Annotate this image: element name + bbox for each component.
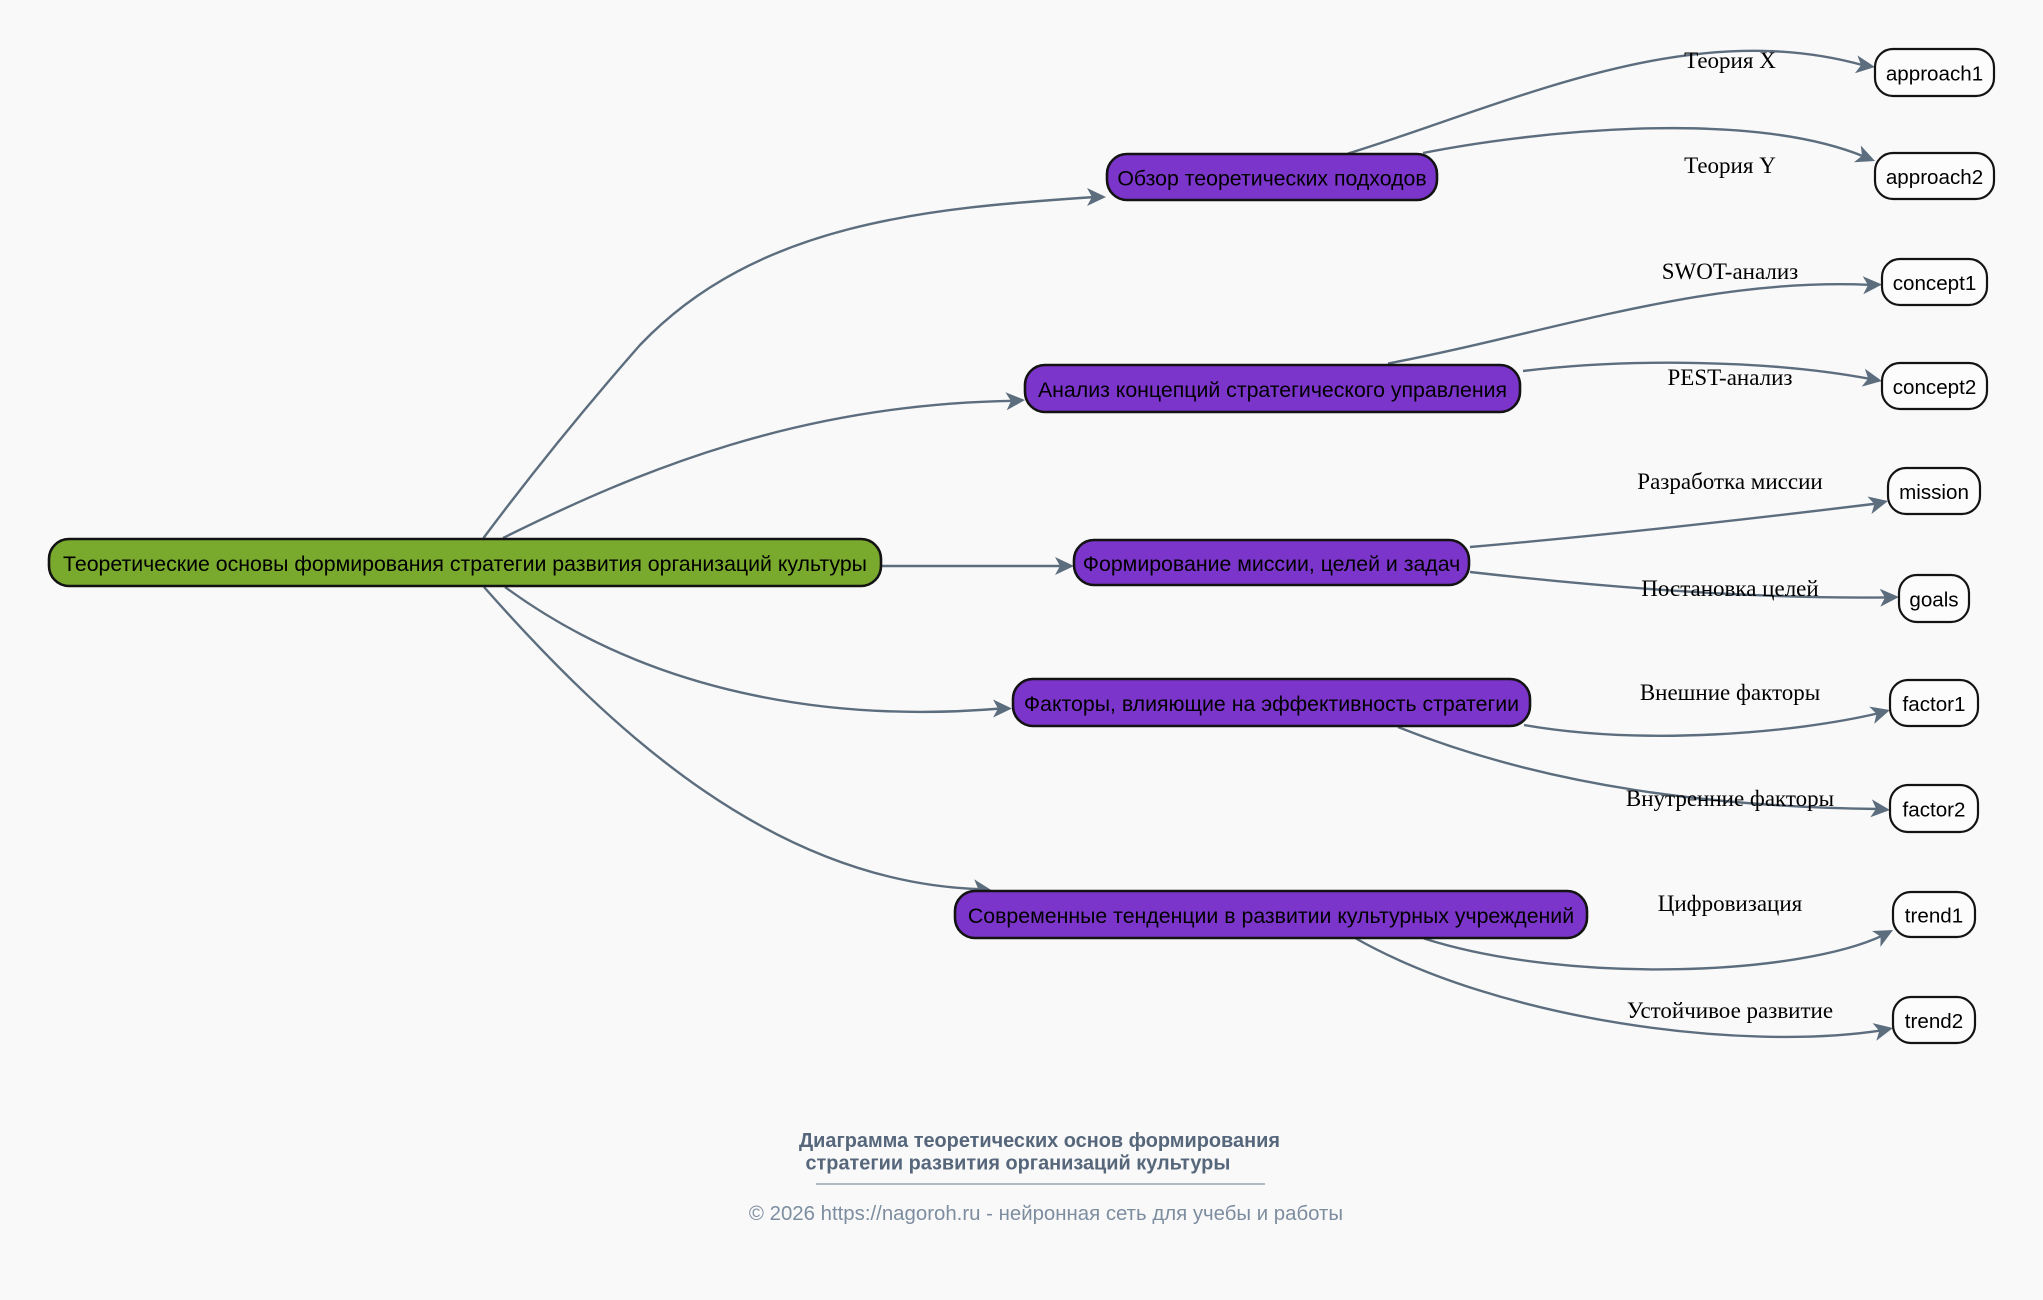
svg-text:Устойчивое развитие: Устойчивое развитие — [1627, 998, 1833, 1023]
svg-text:Теоретические основы формирова: Теоретические основы формирования страте… — [63, 552, 867, 576]
svg-text:goals: goals — [1909, 589, 1958, 612]
svg-text:Анализ концепций стратегическо: Анализ концепций стратегического управле… — [1038, 378, 1507, 402]
svg-text:concept1: concept1 — [1893, 272, 1977, 295]
svg-text:Формирование миссии, целей и з: Формирование миссии, целей и задач — [1083, 552, 1460, 576]
svg-text:© 2026 https://nagoroh.ru - не: © 2026 https://nagoroh.ru - нейронная се… — [749, 1203, 1343, 1225]
svg-text:mission: mission — [1899, 481, 1969, 504]
svg-text:SWOT-анализ: SWOT-анализ — [1662, 259, 1799, 284]
svg-text:Разработка миссии: Разработка миссии — [1637, 469, 1822, 494]
svg-text:Диаграмма теоретических основ: Диаграмма теоретических основ формирован… — [799, 1130, 1280, 1152]
svg-text:trend1: trend1 — [1905, 905, 1963, 928]
svg-text:PEST-анализ: PEST-анализ — [1667, 365, 1792, 390]
svg-text:trend2: trend2 — [1905, 1010, 1963, 1033]
svg-text:Обзор теоретических подходов: Обзор теоретических подходов — [1117, 167, 1426, 191]
svg-text:Внешние факторы: Внешние факторы — [1640, 680, 1820, 705]
svg-text:approach2: approach2 — [1886, 166, 1983, 189]
svg-text:Факторы, влияющие на эффективн: Факторы, влияющие на эффективность страт… — [1024, 692, 1519, 716]
svg-text:Современные тенденции в развит: Современные тенденции в развитии культур… — [968, 904, 1574, 928]
svg-text:factor1: factor1 — [1903, 693, 1966, 716]
svg-text:стратегии развития организаций: стратегии развития организаций культуры — [806, 1152, 1231, 1174]
svg-text:Внутренние факторы: Внутренние факторы — [1626, 786, 1834, 811]
svg-text:factor2: factor2 — [1903, 799, 1966, 822]
svg-text:approach1: approach1 — [1886, 63, 1983, 86]
svg-text:Постановка целей: Постановка целей — [1641, 576, 1818, 601]
svg-text:Теория Y: Теория Y — [1684, 153, 1776, 178]
svg-text:Теория X: Теория X — [1684, 48, 1776, 73]
svg-text:Цифровизация: Цифровизация — [1658, 891, 1803, 916]
svg-text:concept2: concept2 — [1893, 376, 1977, 399]
